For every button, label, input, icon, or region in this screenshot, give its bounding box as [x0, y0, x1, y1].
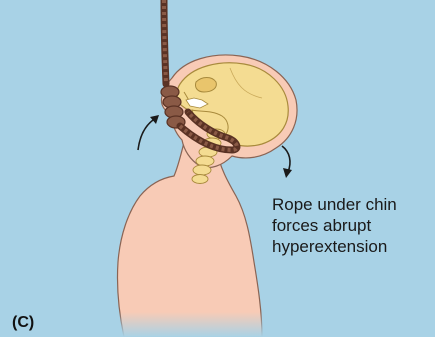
curved-arrow-icon	[282, 146, 292, 178]
curved-arrow-icon	[138, 115, 159, 150]
annotation-caption: Rope under chin forces abrupt hyperexten…	[272, 194, 432, 257]
panel-label: (C)	[12, 314, 34, 332]
caption-line: forces abrupt	[272, 215, 432, 236]
caption-line: hyperextension	[272, 236, 432, 257]
caption-line: Rope under chin	[272, 194, 432, 215]
